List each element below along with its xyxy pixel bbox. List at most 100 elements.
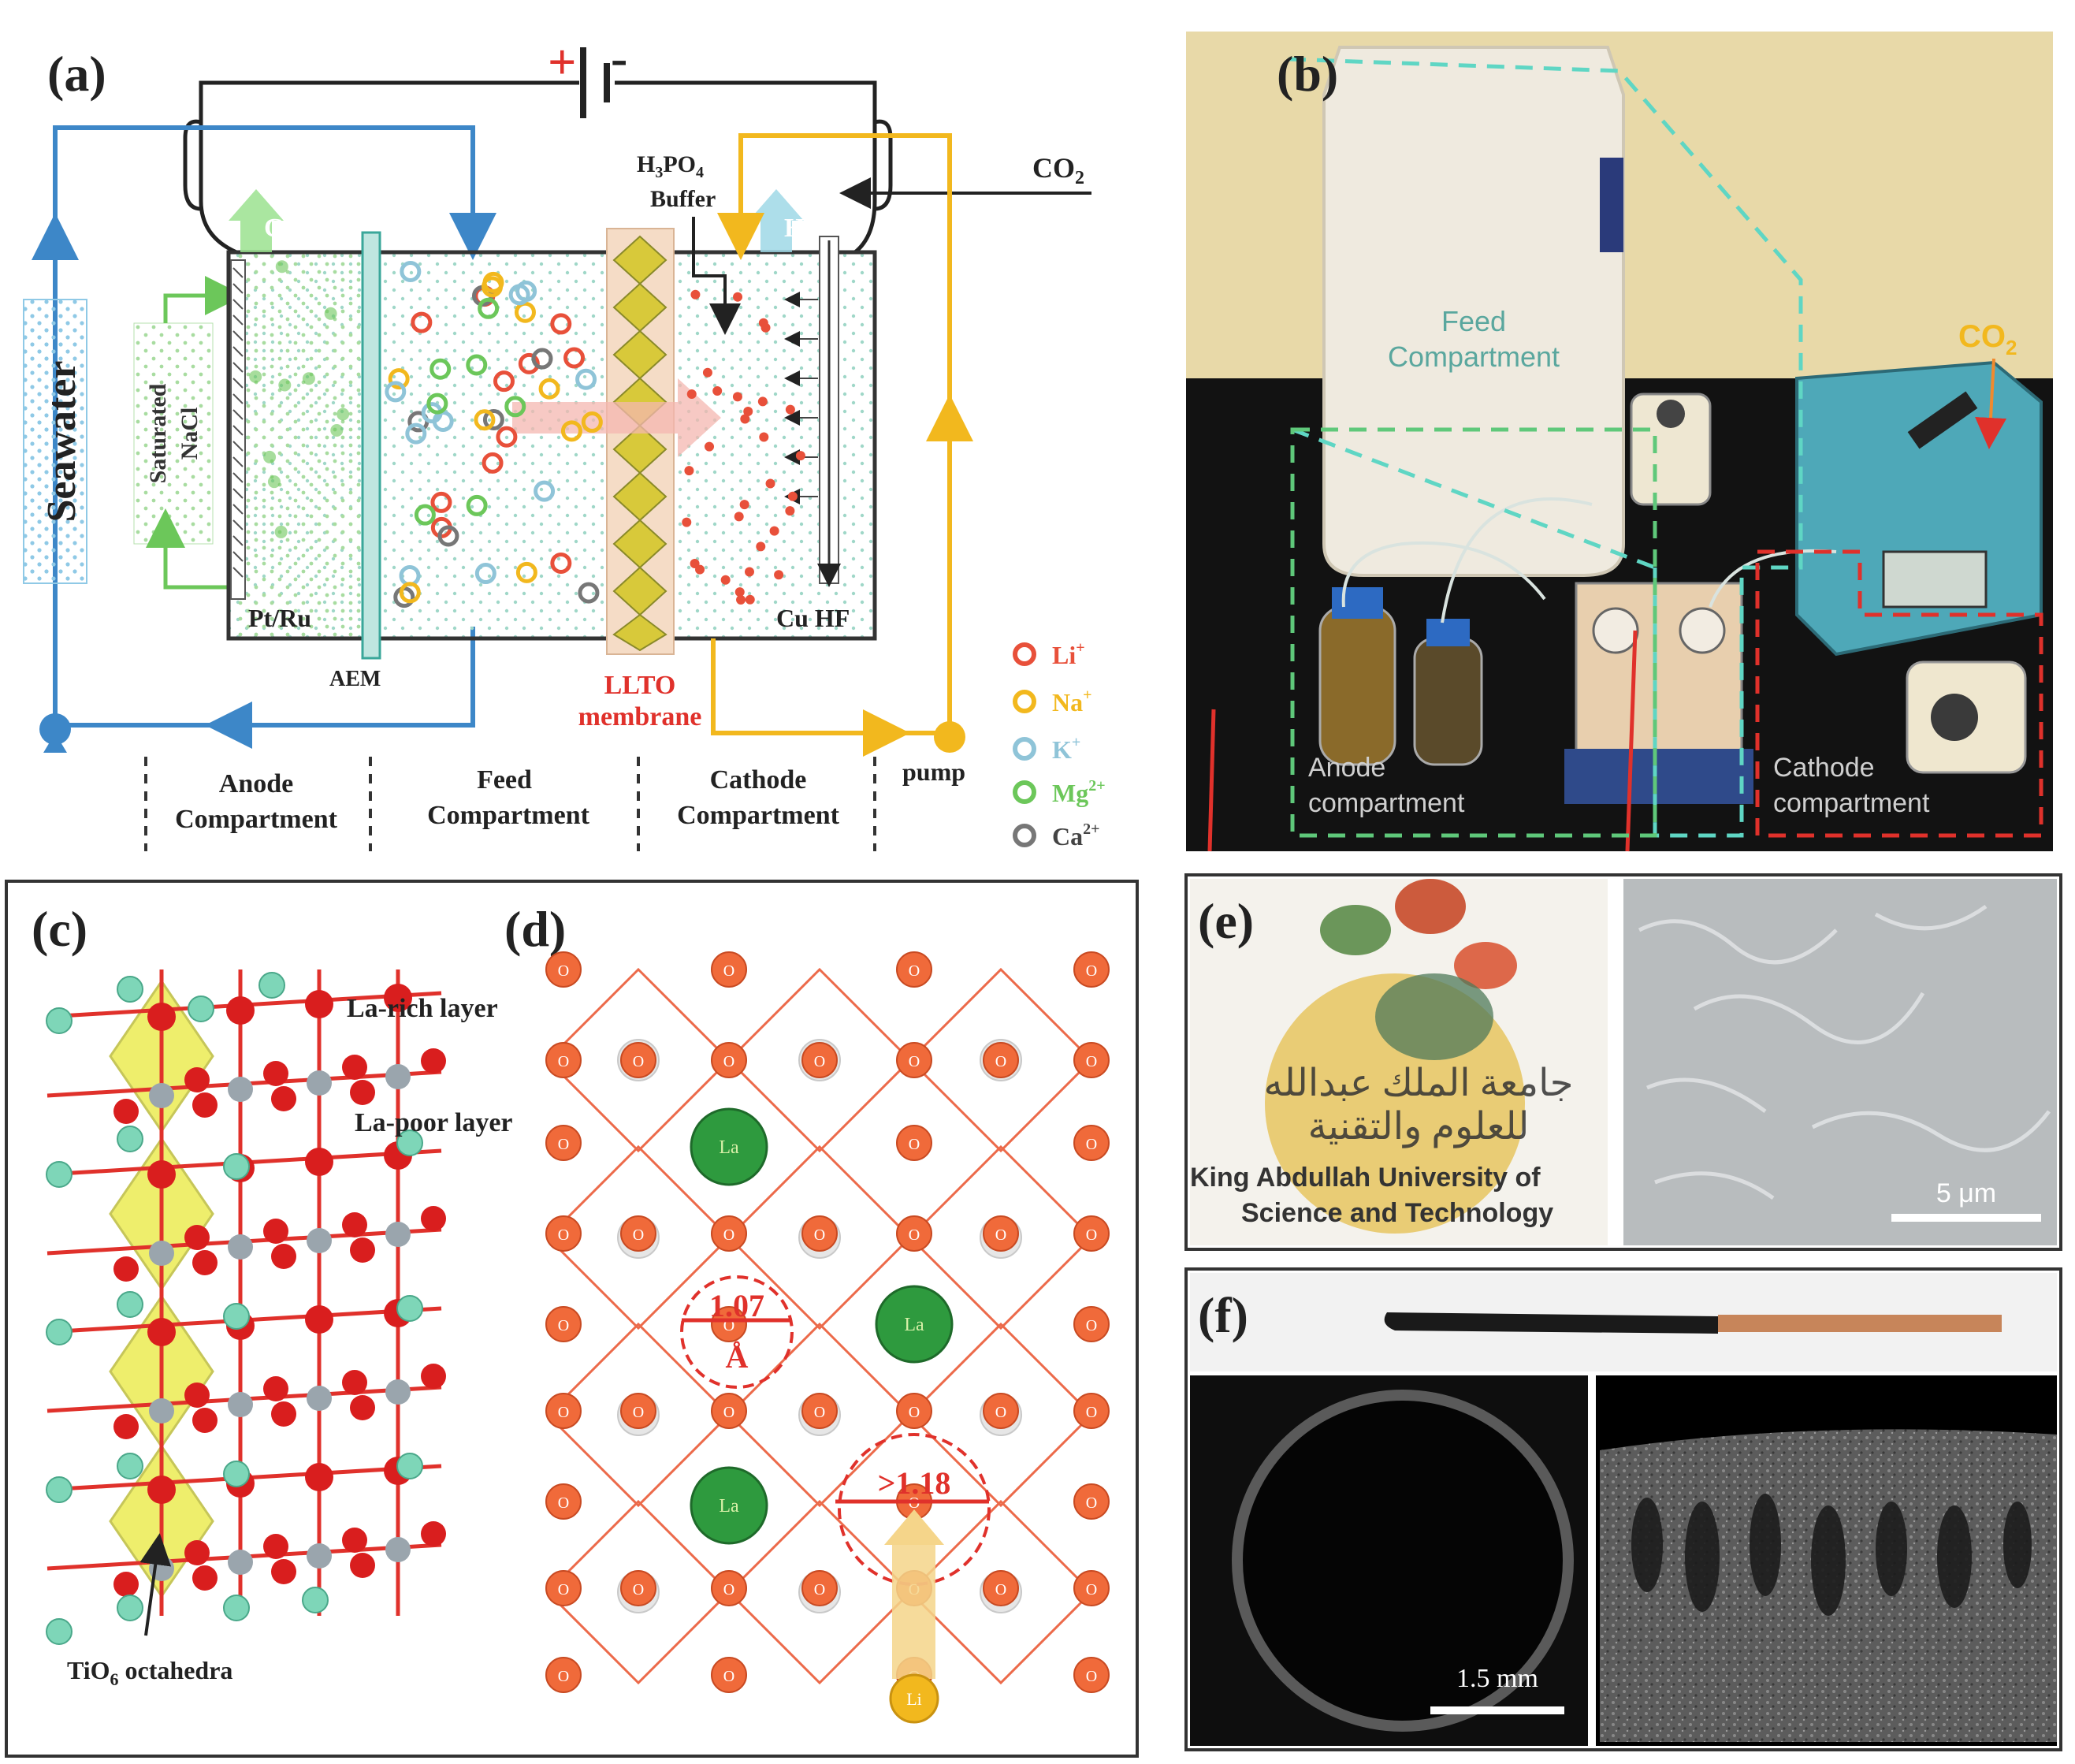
lanthanum-atom xyxy=(258,972,285,999)
o-label: O xyxy=(909,1053,920,1070)
o-label: O xyxy=(558,1404,569,1421)
oxygen-atom xyxy=(305,1305,333,1334)
o-label: O xyxy=(558,1317,569,1334)
ion-marker xyxy=(550,313,572,335)
titanium-atom xyxy=(307,1070,332,1096)
o-label: O xyxy=(1086,1581,1097,1598)
oxygen-atom xyxy=(271,1401,296,1427)
li-ion-marker xyxy=(684,466,694,476)
o-label: O xyxy=(1086,1404,1097,1421)
legend-label-li: Li+ xyxy=(1052,639,1085,669)
cl-bubble xyxy=(302,372,315,385)
oxygen-atom xyxy=(350,1553,375,1578)
panel-cd-frame xyxy=(5,880,1139,1758)
lanthanum-atom xyxy=(117,1291,143,1318)
o-label: O xyxy=(723,962,734,980)
lanthanum-atom xyxy=(117,1453,143,1479)
o-label: O xyxy=(995,1053,1006,1070)
oxygen-site xyxy=(1073,1483,1110,1520)
o-label: O xyxy=(814,1404,825,1421)
titanium-atom xyxy=(307,1543,332,1569)
cl2-gas-arrow xyxy=(229,189,284,252)
legend-swatch-mg xyxy=(1013,780,1036,804)
ion-marker xyxy=(531,348,553,370)
li-ion-marker xyxy=(787,491,798,501)
macrovoids xyxy=(1631,1494,2032,1616)
ion-marker xyxy=(493,370,515,393)
seawater-pump-icon xyxy=(39,713,71,753)
titanium-atom xyxy=(307,1228,332,1253)
bottleneck-1-unit: Å xyxy=(726,1339,749,1375)
ion-marker xyxy=(482,408,504,430)
logo-arabic-line1: جامعة الملك عبدالله xyxy=(1264,1062,1574,1104)
lanthanum-atom xyxy=(117,976,143,1003)
oxygen-site xyxy=(983,1042,1019,1078)
oxygen-site xyxy=(896,951,932,988)
co2-photo-label: CO2 xyxy=(1958,319,2017,359)
o-label: O xyxy=(909,1226,920,1244)
octahedron-outline xyxy=(727,1322,913,1508)
oxygen-atom xyxy=(113,1414,139,1439)
oxygen-site xyxy=(801,1570,838,1606)
o-label: O xyxy=(633,1404,644,1421)
cathode-compartment-label-2: Compartment xyxy=(677,801,840,830)
lanthanum-atom xyxy=(46,1618,73,1645)
o-label: O xyxy=(723,1404,734,1421)
lanthanum-atom xyxy=(396,1453,423,1479)
anode-compartment-label-2: Compartment xyxy=(175,805,338,834)
titanium-atom xyxy=(385,1064,411,1089)
ion-marker xyxy=(538,378,560,400)
oxygen-atom xyxy=(271,1086,296,1111)
cathode-inlet-line xyxy=(717,133,952,418)
li-ion-marker xyxy=(785,404,795,415)
ion-marker xyxy=(430,491,452,513)
oxygen-atom xyxy=(192,1092,218,1118)
oxygen-site xyxy=(896,1042,932,1078)
ion-marker xyxy=(414,504,436,526)
oxygen-site xyxy=(1073,1306,1110,1342)
co2-controller xyxy=(1795,360,2043,657)
titanium-atom xyxy=(385,1222,411,1247)
oxygen-site xyxy=(801,1393,838,1429)
li-ion-marker xyxy=(734,587,745,597)
li-ion-marker xyxy=(682,517,692,527)
nacl-reservoir xyxy=(133,322,214,545)
octahedron-outline xyxy=(908,1322,1094,1508)
tio6-pointer-arrow xyxy=(139,1533,172,1636)
cell-base xyxy=(1564,749,1753,804)
li-ion-marker xyxy=(733,292,743,302)
lanthanum-atom xyxy=(46,1476,73,1503)
h3po4-label: H3PO4 xyxy=(637,151,704,181)
llto-label-line1: LLTO xyxy=(604,671,676,700)
legend-swatch-k xyxy=(1013,737,1036,761)
oxygen-atom xyxy=(384,984,412,1012)
octahedron-outline xyxy=(545,967,731,1153)
oxygen-site xyxy=(711,1042,747,1078)
la-site xyxy=(690,1466,768,1545)
oxygen-site xyxy=(801,1042,838,1078)
octahedron-outline xyxy=(545,1499,731,1685)
lanthanum-atom xyxy=(117,1595,143,1621)
li-ion-marker xyxy=(739,500,749,510)
red-wire xyxy=(1625,630,1638,852)
cathode-photo-label-1: Cathode xyxy=(1773,753,1875,783)
ion-marker xyxy=(482,276,504,298)
li-ion-marker xyxy=(695,564,705,575)
oxygen-atom xyxy=(226,996,255,1025)
li-ion-marker xyxy=(757,396,768,407)
copper-wire xyxy=(1718,1315,2002,1332)
oxygen-site xyxy=(545,1215,582,1252)
feed-photo-label-1: Feed xyxy=(1441,305,1506,337)
li-ion-marker xyxy=(736,595,746,605)
anode-photo-label-2: compartment xyxy=(1308,788,1465,818)
o-label: O xyxy=(558,1668,569,1685)
ion-marker xyxy=(478,297,500,319)
sem-surface-texture xyxy=(1638,904,2051,1200)
li-migration-path xyxy=(892,1545,935,1679)
o-label: O xyxy=(995,1226,1006,1244)
oxygen-site xyxy=(545,1570,582,1606)
titanium-atom xyxy=(149,1398,174,1423)
lanthanum-atom xyxy=(46,1161,73,1188)
o-label: O xyxy=(909,1136,920,1153)
legend-label-k: K+ xyxy=(1052,734,1080,764)
